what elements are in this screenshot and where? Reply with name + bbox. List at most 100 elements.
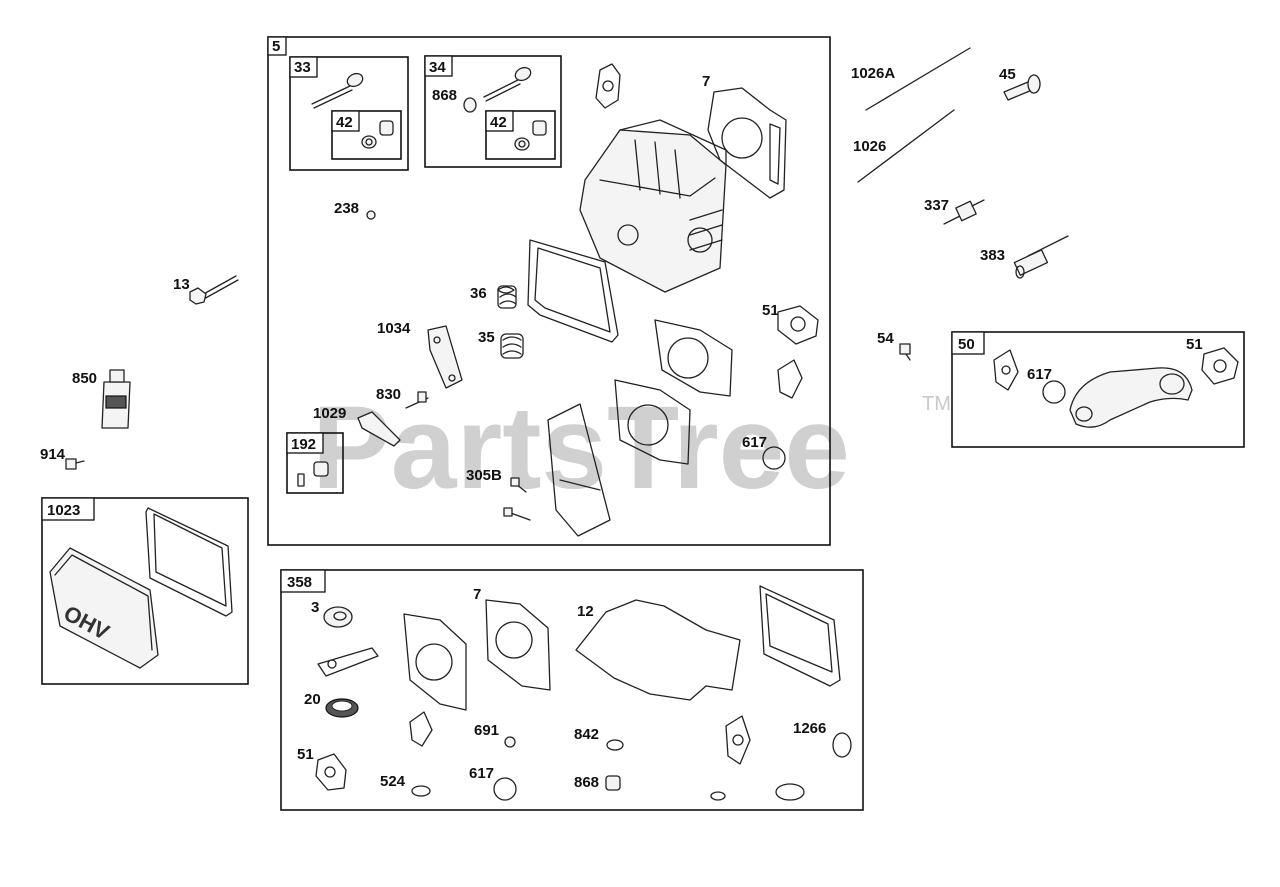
crankcase-gasket-icon[interactable] [575,599,741,701]
label-51-lower: 51 [297,746,314,763]
cylinder-head-icon[interactable] [579,119,727,293]
label-842: 842 [574,726,599,743]
o-ring-1266-icon[interactable] [832,732,852,758]
rocker-cover-gasket-icon[interactable] [527,239,619,343]
oil-seal-20-icon[interactable] [325,698,359,718]
group-42b-frame [485,110,556,160]
o-ring-524-icon[interactable] [411,785,431,797]
exhaust-elbow-icon[interactable] [1069,367,1193,428]
label-36: 36 [470,285,487,302]
label-1026: 1026 [853,138,886,155]
bolt-305b-icon[interactable] [503,477,531,521]
label-54: 54 [877,330,894,347]
o-ring-icon[interactable] [775,783,805,801]
intake-valve-icon[interactable] [311,71,365,109]
spark-plug-icon[interactable] [943,199,985,225]
head-gasket-icon[interactable] [485,599,551,691]
group-192-label: 192 [291,436,316,453]
sealant-tube-icon[interactable] [101,369,131,429]
label-914: 914 [40,446,66,463]
label-1029: 1029 [313,405,346,422]
valve-cover-icon[interactable]: OHV [49,547,159,669]
label-1026a: 1026A [851,65,895,82]
label-305b: 305B [466,467,502,484]
bolt-13-icon[interactable] [189,275,239,305]
o-ring-617-icon[interactable] [1042,380,1066,404]
label-7-upper: 7 [702,73,710,90]
group-34-label: 34 [429,59,446,76]
label-13: 13 [173,276,190,293]
label-524: 524 [380,773,406,790]
group-192-tag [286,432,324,454]
label-7-lower: 7 [473,586,481,603]
rocker-arm-icon[interactable] [357,411,401,447]
o-ring-icon[interactable] [710,791,726,801]
label-850: 850 [72,370,97,387]
label-51-box50: 51 [1186,336,1203,353]
spring-35-icon[interactable] [500,333,524,359]
heat-shield-pin-icon[interactable] [1013,235,1069,279]
label-868-lower: 868 [574,774,599,791]
o-ring-617-icon[interactable] [762,446,786,470]
small-gasket-icon[interactable] [409,711,433,747]
washer-691-icon[interactable] [504,736,516,748]
valve-cover-gasket-icon[interactable] [145,507,233,617]
group-358-label: 358 [287,574,312,591]
label-830: 830 [376,386,401,403]
stud-830-icon[interactable] [405,391,429,409]
breather-plate-icon[interactable] [427,325,463,389]
label-35: 35 [478,329,495,346]
watermark: PartsTree [312,382,850,514]
group-42a-frame [331,110,402,160]
screw-914-icon[interactable] [65,458,85,470]
group-1023-frame [41,497,249,685]
tappet-45-icon[interactable] [1003,74,1041,101]
exhaust-valve-icon[interactable] [463,65,533,113]
head-gasket-icon[interactable] [614,379,691,465]
group-50-frame [951,331,1245,448]
label-1266: 1266 [793,720,826,737]
label-337: 337 [924,197,949,214]
head-gasket-icon[interactable] [707,87,787,199]
spring-36-icon[interactable] [497,285,517,309]
label-383: 383 [980,247,1005,264]
head-gasket-icon[interactable] [403,613,467,711]
group-33-tag [289,56,318,78]
exhaust-gasket-icon[interactable] [315,753,347,791]
adjuster-screw-icon[interactable] [297,461,329,487]
group-5-label: 5 [272,38,280,55]
group-358-tag [280,569,326,593]
group-33-frame [289,56,409,171]
air-deflector-icon[interactable] [547,403,611,537]
group-42b-tag [485,110,514,132]
group-1023-tag [41,497,95,521]
group-34-tag [424,55,453,77]
small-gasket-icon[interactable] [993,349,1019,391]
small-gasket-icon[interactable] [725,715,751,765]
valve-seal-icon[interactable] [361,120,394,149]
label-20: 20 [304,691,321,708]
group-50-tag [951,331,985,355]
ball-238-icon[interactable] [366,210,376,220]
label-45: 45 [999,66,1016,83]
group-5-frame [267,36,831,546]
screw-54-icon[interactable] [899,343,911,361]
push-rod-1026a-icon[interactable] [865,47,971,111]
exhaust-gasket-icon[interactable] [1201,347,1239,385]
valve-seal-868-icon[interactable] [605,775,621,791]
intake-gasket-icon[interactable] [317,647,379,677]
rocker-cover-gasket-icon[interactable] [759,585,841,687]
o-ring-617-icon[interactable] [493,777,517,801]
group-50-label: 50 [958,336,975,353]
exhaust-gasket-icon[interactable] [777,305,819,345]
label-51-upper: 51 [762,302,779,319]
label-3: 3 [311,599,319,616]
small-gasket-icon[interactable] [777,359,803,399]
small-gasket-icon[interactable] [595,63,621,109]
valve-seal-icon[interactable] [514,120,547,151]
o-ring-842-icon[interactable] [606,739,624,751]
push-rod-1026-icon[interactable] [857,109,955,183]
head-gasket-icon[interactable] [654,319,733,397]
oil-seal-3-icon[interactable] [323,606,353,628]
label-868-upper: 868 [432,87,457,104]
